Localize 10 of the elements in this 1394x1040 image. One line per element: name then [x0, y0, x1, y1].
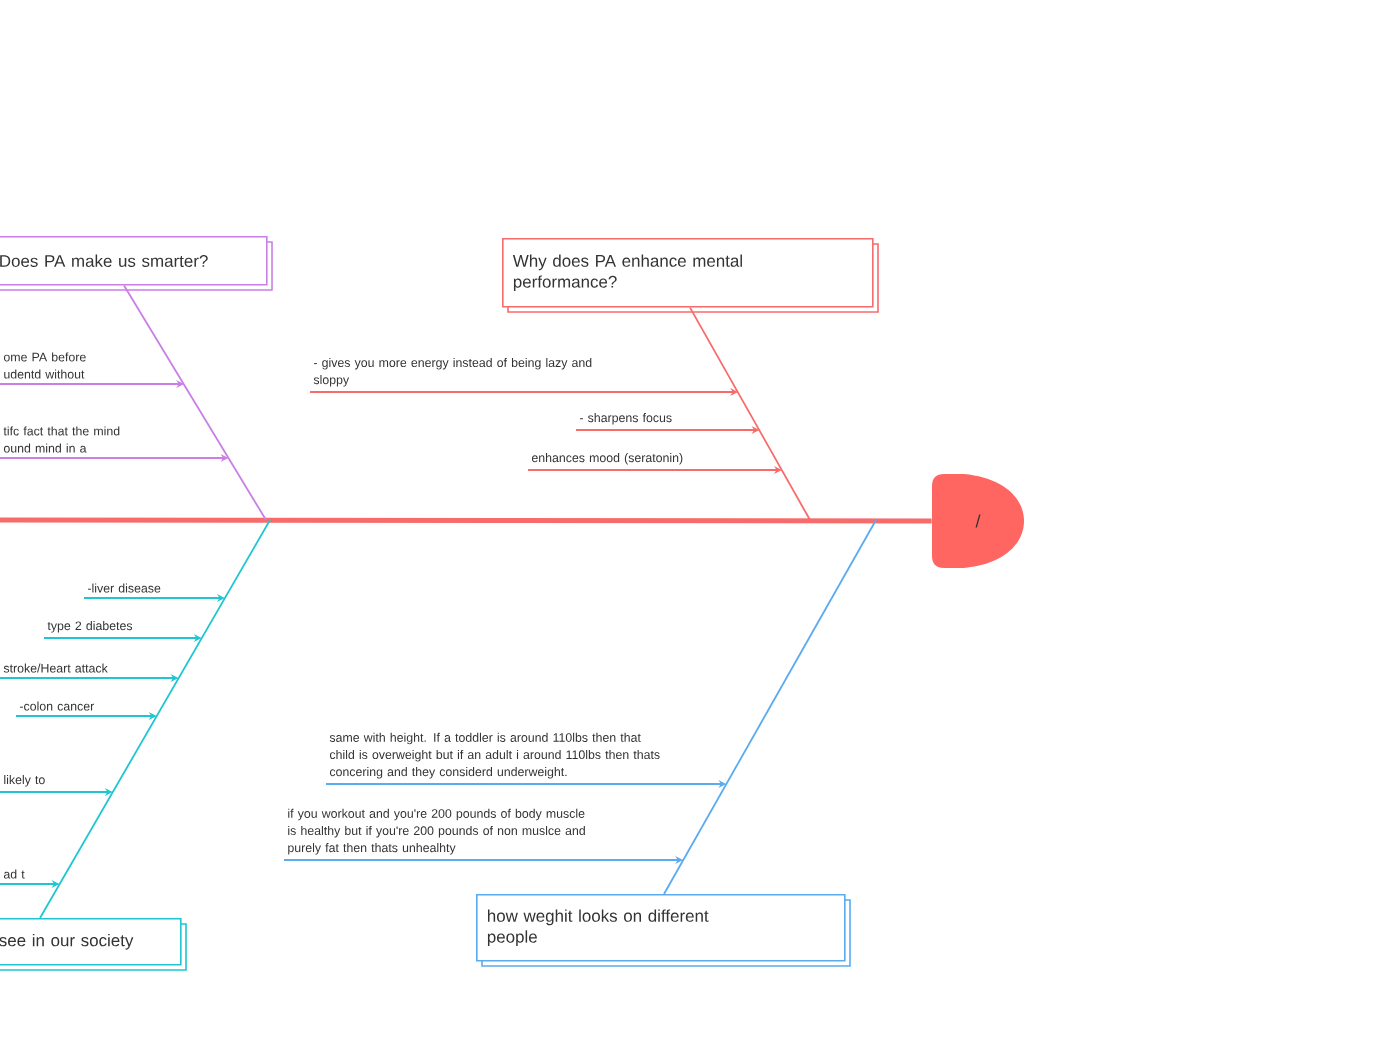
- category-box: Why does PA enhance mental performance?: [502, 238, 879, 313]
- bone-line: [689, 306, 811, 521]
- fish-head: /: [932, 474, 1024, 568]
- category-box: Does PA make us smarter?: [0, 236, 273, 291]
- category-box: how weghit looks on different people: [476, 894, 851, 967]
- bone-line: [39, 519, 271, 919]
- bone-line: [123, 284, 267, 521]
- spine-line: [0, 517, 932, 524]
- category-box: see in our society: [0, 918, 187, 971]
- bone-line: [663, 519, 877, 895]
